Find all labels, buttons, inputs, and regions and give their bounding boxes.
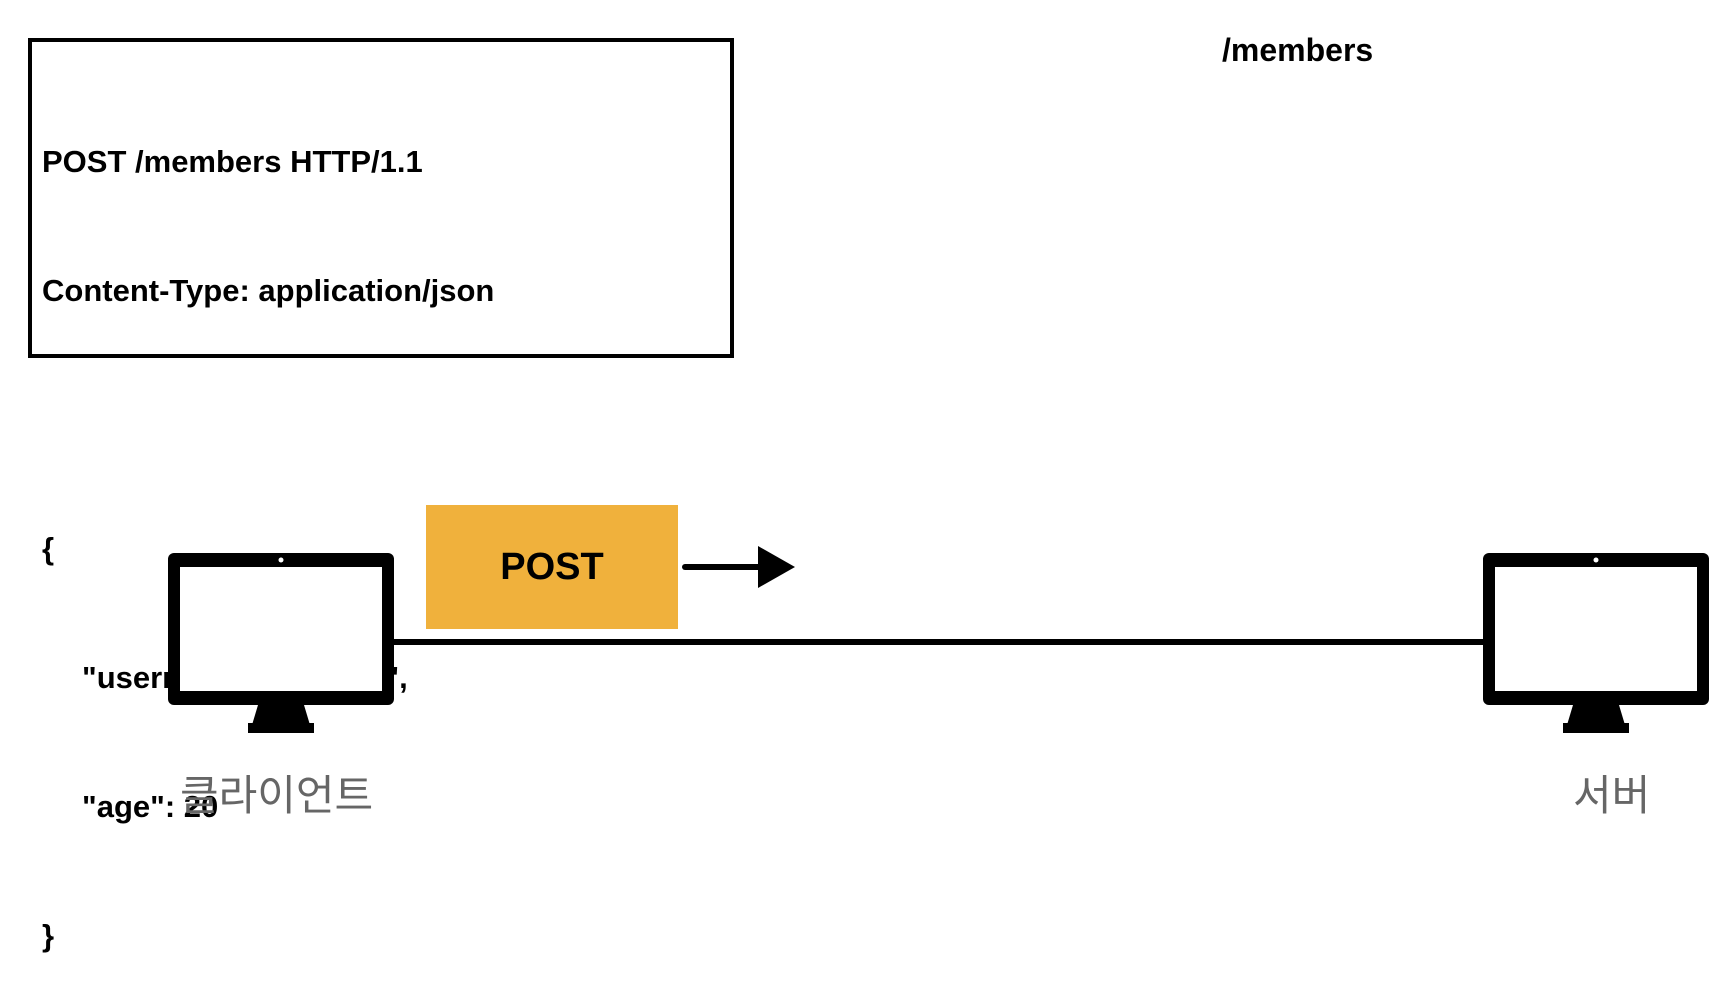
resource-path-label: /members [1222,32,1374,68]
diagram-connections [390,546,1486,645]
request-header-content-type: Content-Type: application/json [42,273,495,308]
client-label: 클라이언트 [180,771,374,820]
request-body-open-brace: { [42,531,55,566]
http-method-label: POST [500,545,604,588]
server-monitor-icon [1483,553,1709,733]
request-body-close-brace: } [42,918,55,953]
server-label: 서버 [1573,771,1651,820]
http-method-box: POST [426,505,678,629]
request-arrow-head [758,546,795,588]
client-monitor-icon [168,553,394,733]
request-start-line: POST /members HTTP/1.1 [42,144,423,179]
